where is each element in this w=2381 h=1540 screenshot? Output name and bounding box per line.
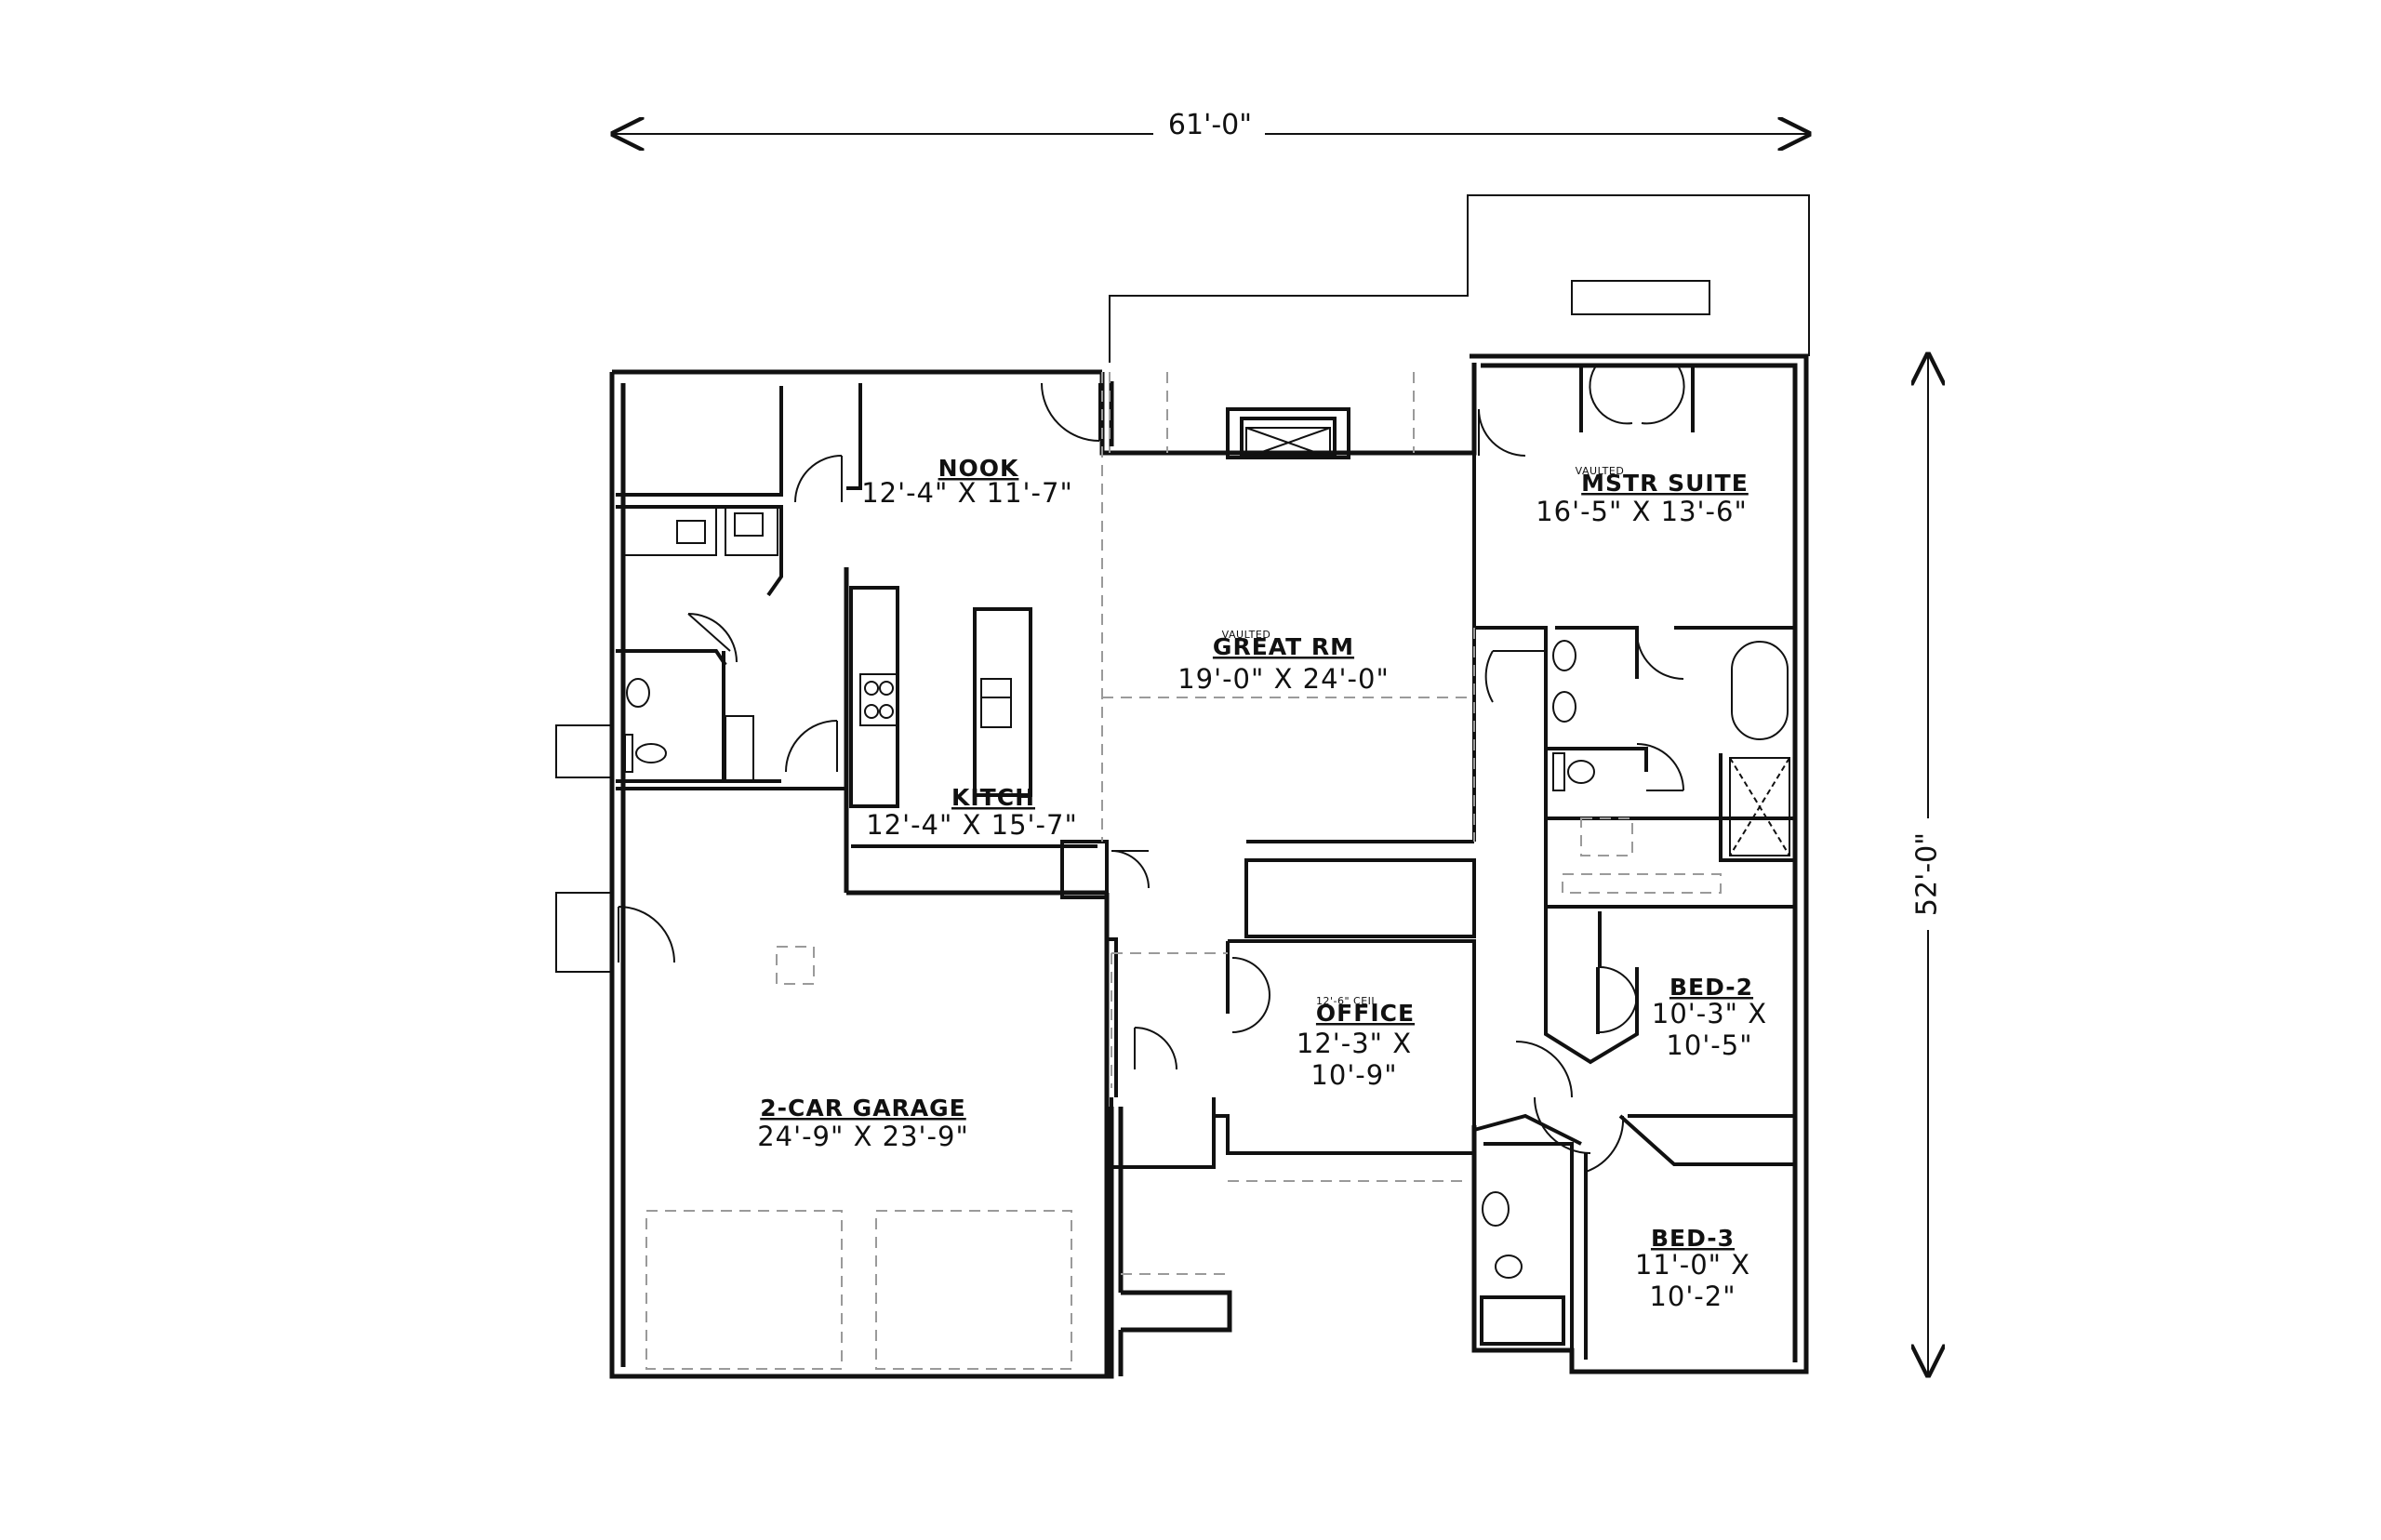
room-master-suite-name: MSTR SUITE [1581, 470, 1749, 497]
room-office-note: 12'-6" CEIL [1316, 995, 1377, 1007]
room-nook-name: NOOK [938, 455, 1019, 482]
width-dimension-label: 61'-0" [1168, 109, 1252, 141]
room-master-suite: VAULTED MSTR SUITE 16'-5" X 13'-6" [1536, 465, 1749, 527]
room-bed-3-name: BED-3 [1651, 1225, 1735, 1252]
room-great-room-name: GREAT RM [1213, 633, 1354, 660]
width-dimension: 61'-0" [614, 109, 1808, 147]
depth-dimension: 52'-0" [1905, 355, 1948, 1374]
room-bed-2: BED-2 10'-3" X 10'-5" [1652, 974, 1767, 1061]
depth-dimension-label: 52'-0" [1911, 832, 1944, 916]
room-garage-name: 2-CAR GARAGE [760, 1095, 966, 1122]
dashed-lines [645, 372, 1722, 1370]
room-office-size-line1: 12'-3" X [1297, 1028, 1412, 1059]
room-office-name: OFFICE [1316, 1000, 1415, 1027]
rear-patio-outline [1109, 194, 1810, 363]
room-kitchen-name: KITCH [951, 784, 1035, 811]
room-kitchen-size: 12'-4" X 15'-7" [866, 809, 1078, 841]
room-bed-2-size-line1: 10'-3" X [1652, 998, 1767, 1029]
exterior-landings [555, 724, 613, 973]
room-bed-3-size-line2: 10'-2" [1649, 1281, 1736, 1312]
room-nook-size: 12'-4" X 11'-7" [861, 477, 1073, 509]
room-garage: 2-CAR GARAGE 24'-9" X 23'-9" [757, 1095, 969, 1152]
room-office-size-line2: 10'-9" [1310, 1059, 1397, 1091]
room-bed-3-size-line1: 11'-0" X [1635, 1249, 1750, 1281]
room-bed-2-name: BED-2 [1669, 974, 1753, 1001]
room-bed-3: BED-3 11'-0" X 10'-2" [1635, 1225, 1750, 1312]
room-great-room: VAULTED GREAT RM 19'-0" X 24'-0" [1177, 629, 1390, 695]
room-master-suite-note: VAULTED [1576, 465, 1625, 477]
room-kitchen: KITCH 12'-4" X 15'-7" [866, 784, 1078, 841]
room-master-suite-size: 16'-5" X 13'-6" [1536, 496, 1748, 527]
room-great-room-size: 19'-0" X 24'-0" [1177, 663, 1390, 695]
room-great-room-note: VAULTED [1222, 629, 1271, 641]
room-nook: NOOK 12'-4" X 11'-7" [861, 455, 1073, 509]
door-swings [618, 366, 1685, 1173]
fixtures [622, 427, 1790, 1279]
room-garage-size: 24'-9" X 23'-9" [757, 1121, 969, 1152]
room-office: 12'-6" CEIL OFFICE 12'-3" X 10'-9" [1297, 995, 1415, 1091]
room-bed-2-size-line2: 10'-5" [1666, 1029, 1752, 1061]
